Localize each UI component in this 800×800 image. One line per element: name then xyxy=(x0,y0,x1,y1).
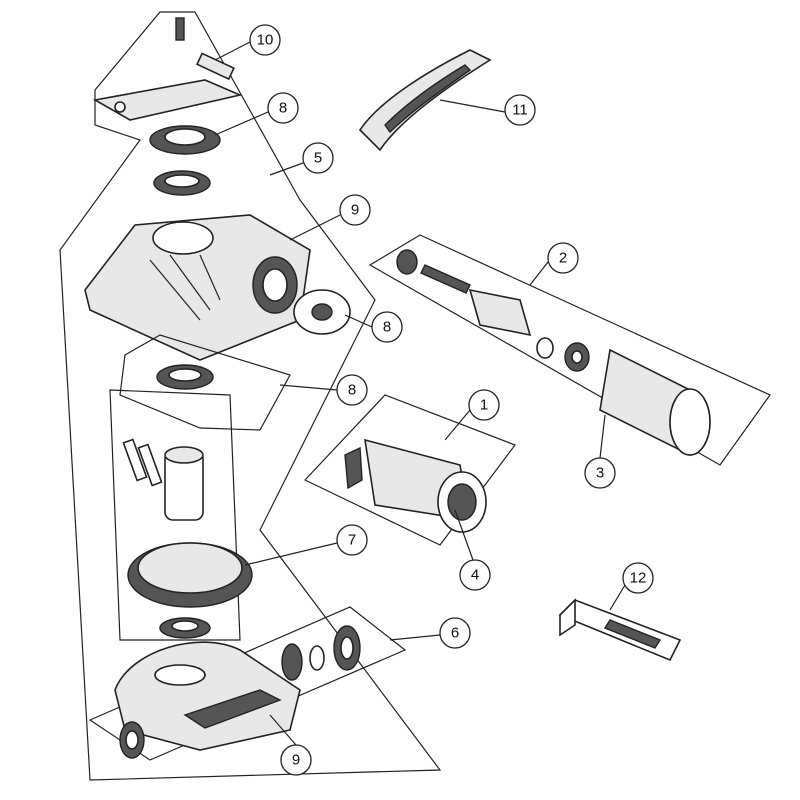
upper-housing-part xyxy=(84,214,311,361)
svg-text:10: 10 xyxy=(257,32,274,49)
svg-text:1: 1 xyxy=(480,397,488,414)
motor-shaft-part xyxy=(396,249,711,457)
callout-11: 11 xyxy=(504,94,536,126)
lower-housing-part xyxy=(114,625,361,759)
motor-part xyxy=(344,438,487,533)
svg-text:9: 9 xyxy=(292,752,300,769)
callout-4: 4 xyxy=(459,559,491,591)
svg-text:7: 7 xyxy=(348,532,356,549)
svg-text:9: 9 xyxy=(351,202,359,219)
svg-text:11: 11 xyxy=(512,102,528,119)
group-outline-1 xyxy=(304,394,516,546)
callout-12: 12 xyxy=(622,562,654,594)
leader-lines xyxy=(214,41,626,746)
bracket-part xyxy=(558,598,682,662)
callout-2: 2 xyxy=(547,242,579,274)
callout-8-top: 8 xyxy=(267,92,299,124)
callout-7: 7 xyxy=(336,524,368,556)
svg-text:8: 8 xyxy=(279,100,287,117)
release-lever-part xyxy=(358,49,492,152)
svg-text:8: 8 xyxy=(383,319,391,336)
svg-text:3: 3 xyxy=(596,465,604,482)
svg-text:5: 5 xyxy=(314,150,322,167)
callout-8-side: 8 xyxy=(371,311,403,343)
group-outline-5 xyxy=(59,11,442,781)
svg-text:12: 12 xyxy=(630,570,647,587)
callout-8-gasket: 8 xyxy=(336,374,368,406)
callout-9-bottom: 9 xyxy=(280,744,312,776)
callout-9-top: 9 xyxy=(339,194,371,226)
gasket-part xyxy=(119,334,291,431)
callout-6: 6 xyxy=(439,617,471,649)
callout-1: 1 xyxy=(468,389,500,421)
svg-text:2: 2 xyxy=(559,250,567,267)
svg-text:4: 4 xyxy=(471,567,479,584)
svg-text:6: 6 xyxy=(451,625,459,642)
gear-group-part xyxy=(122,438,253,639)
bracket-plate-part xyxy=(92,17,243,121)
side-seal-part xyxy=(293,289,351,335)
callout-10: 10 xyxy=(249,24,281,56)
top-bearings-part xyxy=(149,125,221,196)
svg-text:8: 8 xyxy=(348,382,356,399)
callout-5: 5 xyxy=(302,142,334,174)
callout-3: 3 xyxy=(584,457,616,489)
group-outline-7 xyxy=(109,389,241,641)
